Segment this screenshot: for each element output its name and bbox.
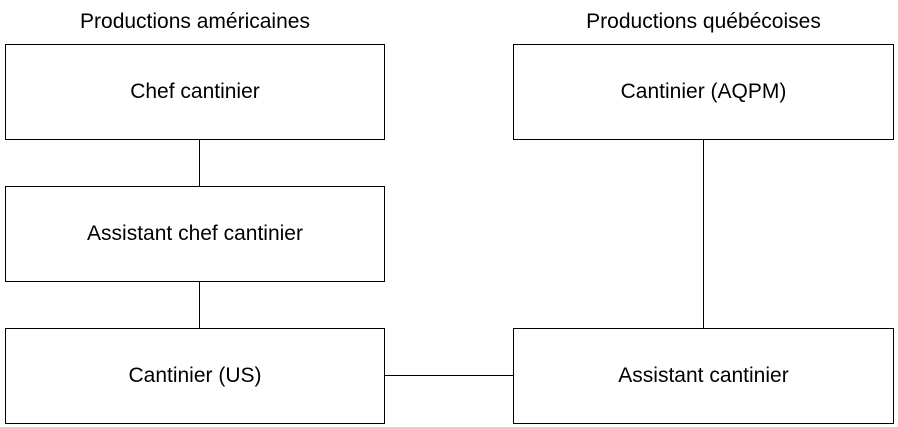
connector-assistant-chef-to-cantinier-us <box>199 282 200 328</box>
node-label: Chef cantinier <box>130 80 260 103</box>
node-label: Cantinier (AQPM) <box>620 80 787 103</box>
node-assistant-cantinier: Assistant cantinier <box>513 328 894 424</box>
connector-cantinier-aqpm-to-assistant-cantinier <box>703 140 704 328</box>
node-chef-cantinier: Chef cantinier <box>5 44 385 140</box>
node-label: Assistant chef cantinier <box>87 222 303 245</box>
connector-chef-to-assistant-chef <box>199 140 200 186</box>
node-label: Cantinier (US) <box>128 364 262 387</box>
node-assistant-chef-cantinier: Assistant chef cantinier <box>5 186 385 282</box>
node-cantinier-aqpm: Cantinier (AQPM) <box>513 44 894 140</box>
node-label: Assistant cantinier <box>618 364 789 387</box>
column-title-quebec: Productions québécoises <box>586 10 821 33</box>
connector-cantinier-us-to-assistant-cantinier <box>385 375 513 376</box>
node-cantinier-us: Cantinier (US) <box>5 328 385 424</box>
column-title-american: Productions américaines <box>80 10 310 33</box>
